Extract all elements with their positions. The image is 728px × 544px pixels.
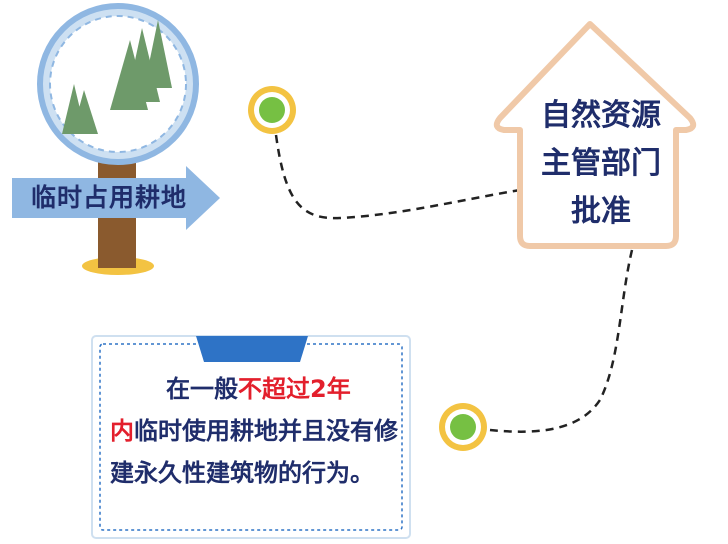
house-line-2: 主管部门	[541, 146, 661, 181]
connector-dot-top	[248, 86, 296, 134]
house-text: 自然资源 主管部门 批准	[522, 92, 680, 236]
signpost	[12, 3, 220, 275]
connector-path-bottom	[489, 249, 634, 433]
card-tab	[196, 336, 308, 362]
card-text-highlight: 不超过2年	[238, 375, 351, 403]
house-line-3: 批准	[571, 194, 631, 229]
connector-dot-bottom	[439, 403, 487, 451]
house-outline	[493, 21, 697, 249]
connector-path-top	[274, 134, 521, 220]
tree-icon	[62, 20, 172, 134]
card-text-rest: 临时使用耕地并且没有修建永久性建筑物的行为。	[110, 417, 398, 487]
arrow-sign-shape	[12, 166, 220, 230]
card-text-seg1: 在一般	[166, 375, 238, 403]
arrow-sign-label: 临时占用耕地	[30, 183, 187, 212]
card-text-highlight-2: 内	[110, 417, 134, 445]
description-card	[91, 335, 411, 539]
card-description: 在一般不超过2年内临时使用耕地并且没有修建永久性建筑物的行为。	[110, 368, 402, 494]
house-line-1: 自然资源	[541, 98, 661, 133]
